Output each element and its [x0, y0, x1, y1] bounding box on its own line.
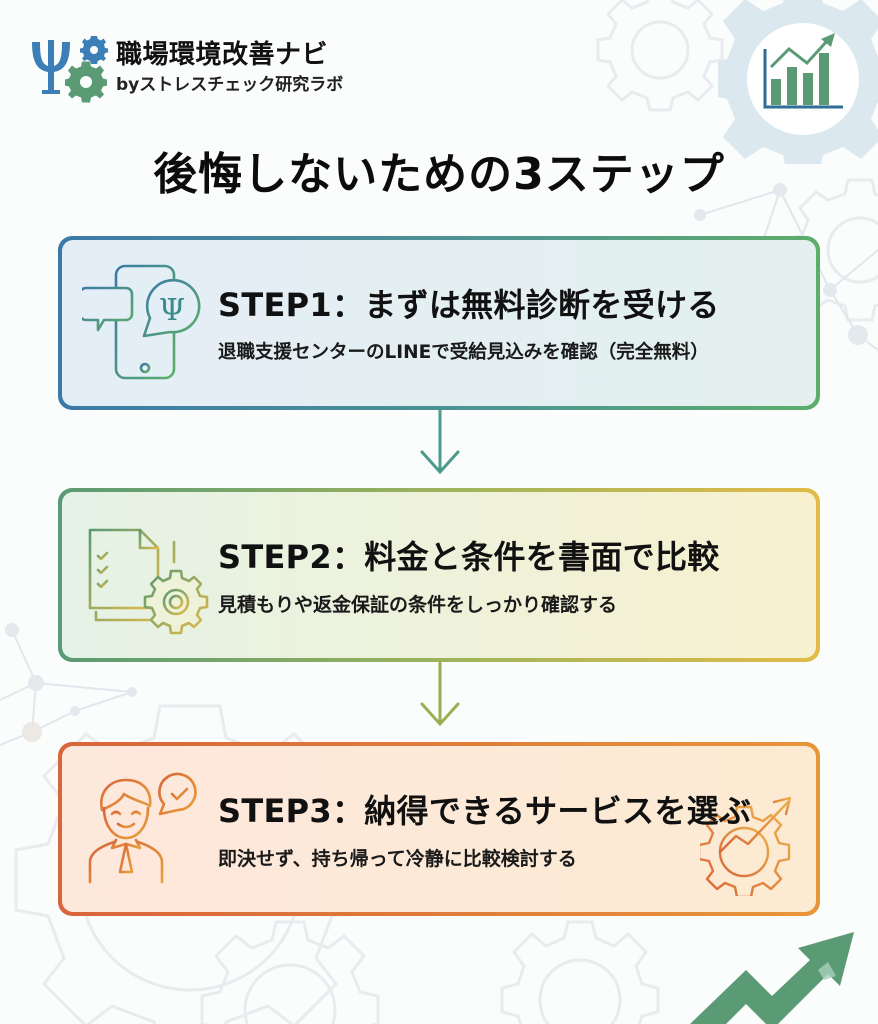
- step-1-description: 退職支援センターのLINEで受給見込みを確認（完全無料）: [218, 342, 709, 363]
- satisfied-person-check-icon: [86, 772, 197, 884]
- gear-growth-chart-icon: [700, 796, 792, 896]
- step-1-title: STEP1：まずは無料診断を受ける: [218, 286, 720, 324]
- step-card-2[interactable]: STEP2：料金と条件を書面で比較 見積もりや返金保証の条件をしっかり確認する: [58, 488, 820, 662]
- arrow-down-icon: [400, 410, 480, 475]
- step-3-description: 即決せず、持ち帰って冷静に比較検討する: [218, 848, 577, 870]
- smartphone-chat-psi-icon: Ψ: [82, 264, 201, 380]
- step-card-1[interactable]: Ψ STEP1：まずは無料診断を受ける 退職支援センターのLINEで受給見込みを…: [58, 236, 820, 410]
- step-2-title: STEP2：料金と条件を書面で比較: [218, 538, 720, 576]
- brand-title: 職場環境改善ナビ: [116, 40, 329, 70]
- brand-logo[interactable]: 職場環境改善ナビ byストレスチェック研究ラボ: [28, 32, 343, 104]
- checklist-document-gear-icon: [88, 528, 209, 635]
- step-2-description: 見積もりや返金保証の条件をしっかり確認する: [218, 594, 618, 616]
- page-title: 後悔しないための3ステップ: [153, 149, 725, 200]
- psi-gears-icon: [32, 36, 108, 103]
- step-card-3[interactable]: STEP3：納得できるサービスを選ぶ 即決せず、持ち帰って冷静に比較検討する: [58, 742, 820, 916]
- trend-up-arrow-icon: [690, 932, 854, 1024]
- arrow-down-icon: [400, 662, 480, 727]
- growth-chart-gear-icon: [718, 0, 878, 164]
- svg-text:Ψ: Ψ: [159, 293, 185, 328]
- brand-subtitle: byストレスチェック研究ラボ: [116, 75, 344, 95]
- step-3-title: STEP3：納得できるサービスを選ぶ: [218, 792, 752, 830]
